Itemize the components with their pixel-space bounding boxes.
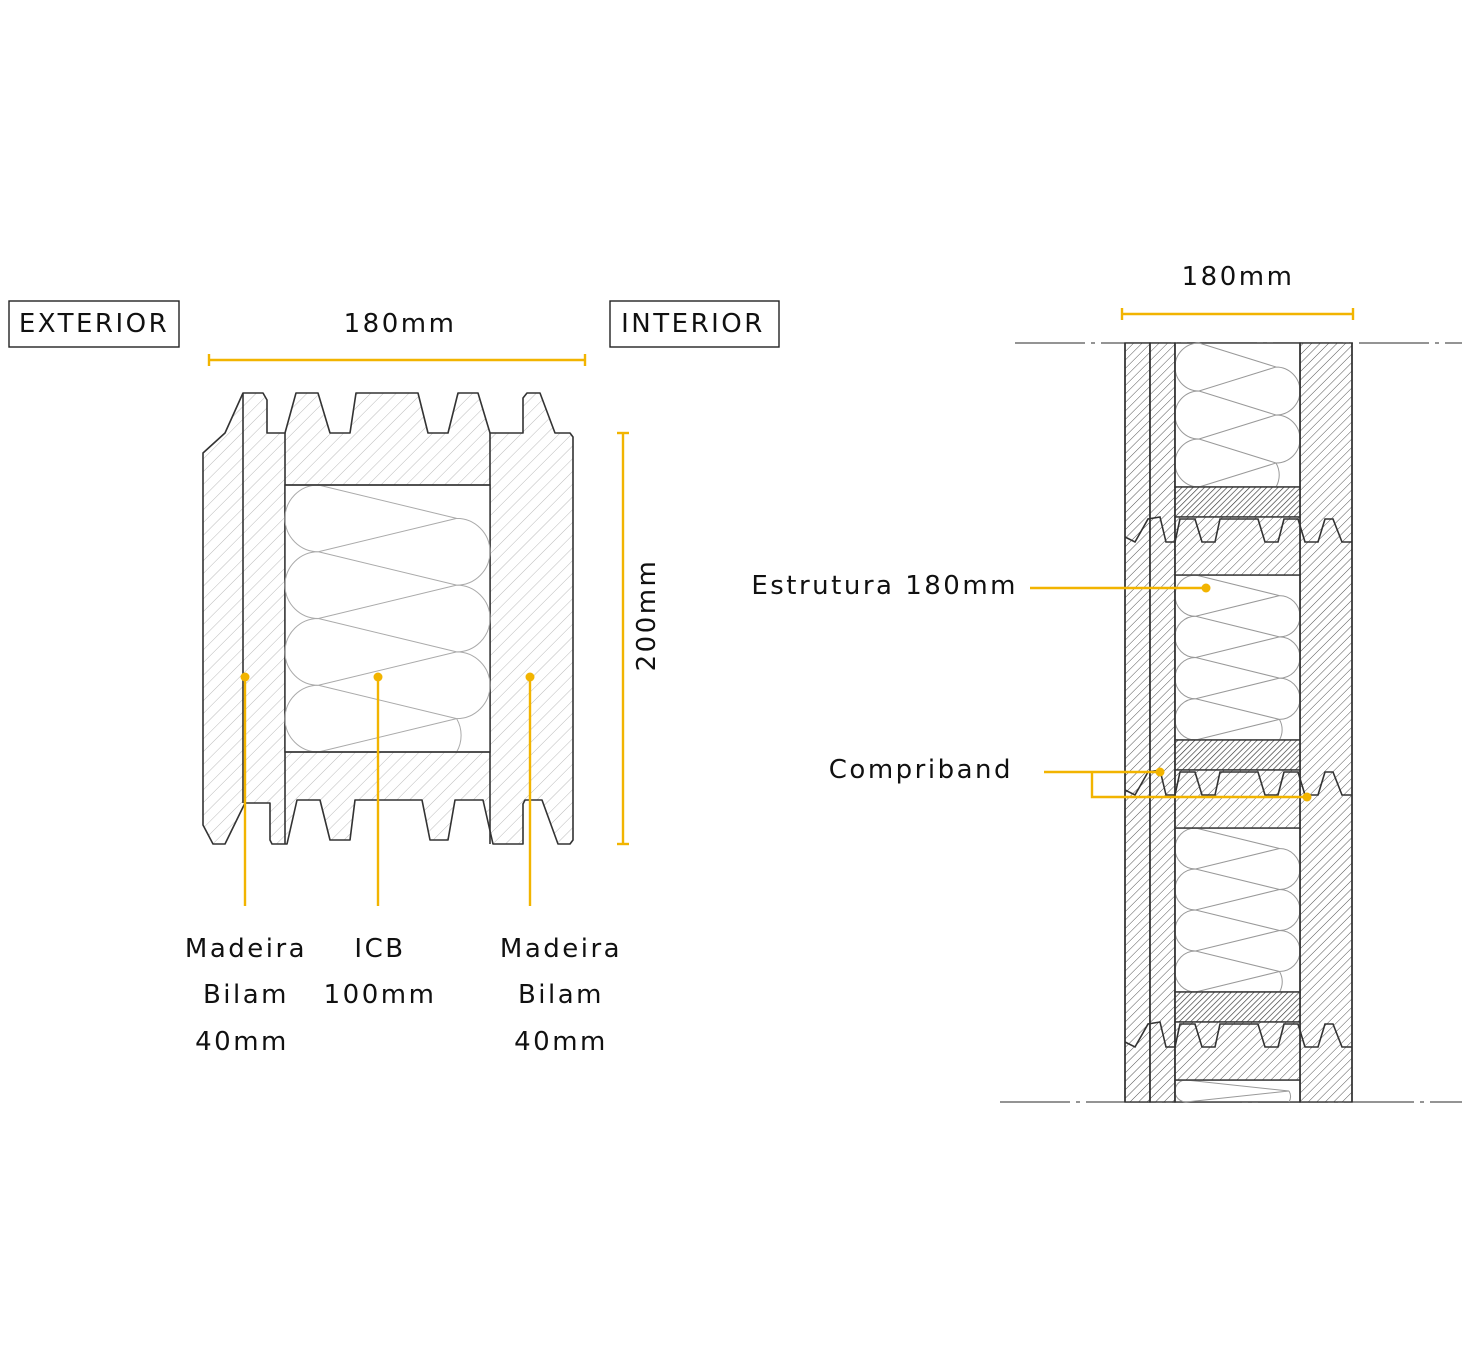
profile-width-dimension-line bbox=[207, 354, 587, 366]
profile-height-dimension-line bbox=[617, 431, 629, 846]
icb-insulation bbox=[284, 484, 491, 753]
svg-text:Bilam: Bilam bbox=[203, 980, 289, 1010]
stacked-wall-section bbox=[1124, 342, 1353, 1103]
svg-text:Madeira: Madeira bbox=[185, 934, 307, 964]
exterior-label: EXTERIOR bbox=[19, 309, 169, 339]
interior-tag: INTERIOR bbox=[609, 300, 780, 348]
structure-leader bbox=[1030, 583, 1211, 593]
exterior-tag: EXTERIOR bbox=[8, 300, 180, 348]
callout-wood-exterior: Madeira Bilam 40mm bbox=[185, 934, 307, 1057]
compriband-label: Compriband bbox=[829, 755, 1013, 785]
svg-text:40mm: 40mm bbox=[514, 1027, 608, 1057]
callout-wood-interior: Madeira Bilam 40mm bbox=[500, 934, 622, 1057]
svg-text:Bilam: Bilam bbox=[518, 980, 604, 1010]
wall-profile-cross-section bbox=[202, 392, 574, 845]
callout-icb: ICB 100mm bbox=[324, 934, 437, 1010]
svg-text:ICB: ICB bbox=[354, 934, 405, 964]
compriband-leader bbox=[1044, 767, 1312, 802]
interior-label: INTERIOR bbox=[621, 309, 765, 339]
svg-text:40mm: 40mm bbox=[195, 1027, 289, 1057]
profile-width-label: 180mm bbox=[344, 309, 457, 339]
svg-text:Madeira: Madeira bbox=[500, 934, 622, 964]
profile-height-label: 200mm bbox=[632, 559, 662, 672]
section-width-dimension-line bbox=[1120, 308, 1355, 320]
callout-leaders bbox=[240, 672, 535, 906]
section-width-label: 180mm bbox=[1182, 262, 1295, 292]
svg-text:100mm: 100mm bbox=[324, 980, 437, 1010]
structure-label: Estrutura 180mm bbox=[751, 571, 1018, 601]
